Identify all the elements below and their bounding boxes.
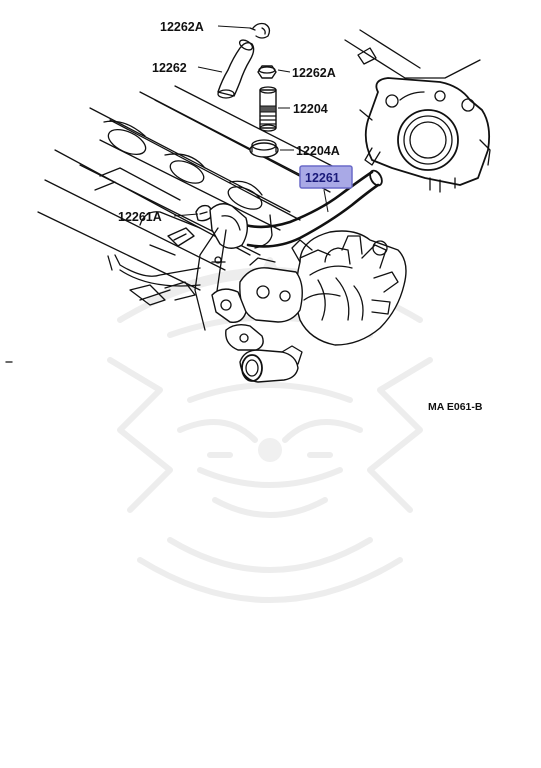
hose-clamp-12262A-top [249, 22, 271, 39]
highlight-box-12261 [299, 165, 353, 189]
water-outlet-housing [211, 249, 331, 383]
part-label-12262A-right[interactable]: 12262A [292, 66, 336, 80]
hose-12262 [217, 39, 255, 99]
ventilation-hose-12261 [243, 169, 383, 248]
distributor [291, 230, 407, 346]
part-label-12204A[interactable]: 12204A [296, 144, 340, 158]
part-label-12262A-top[interactable]: 12262A [160, 20, 204, 34]
part-label-12261[interactable]: 12261 [305, 171, 340, 185]
hose-clamp-12262A-right [257, 65, 277, 79]
figure-code: MA E061-B [428, 401, 483, 413]
filler-bracket [167, 203, 249, 331]
pcv-valve-12204 [259, 86, 277, 132]
grommet-12204A [249, 139, 279, 158]
leader-lines [173, 25, 329, 217]
part-label-12262[interactable]: 12262 [152, 61, 187, 75]
throttle-body [344, 29, 491, 193]
part-label-12261A[interactable]: 12261A [118, 210, 162, 224]
hose-clamp-12261A [195, 204, 213, 222]
part-label-12204[interactable]: 12204 [293, 102, 328, 116]
watermark-logo [107, 257, 433, 603]
